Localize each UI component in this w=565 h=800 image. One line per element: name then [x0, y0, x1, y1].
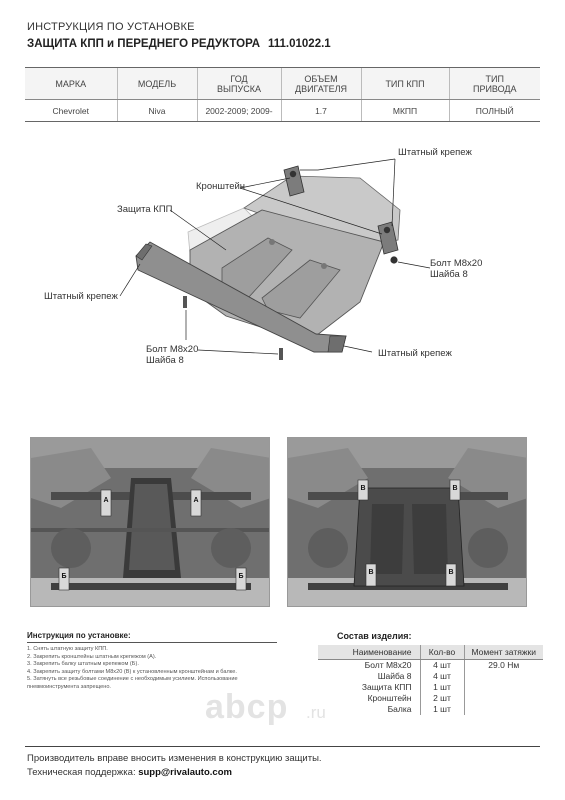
spec-cell-engine: 1.7: [280, 99, 361, 122]
photo-marker-v-3: В: [368, 569, 373, 576]
table-row: Кронштейн 2 шт: [318, 692, 543, 704]
spec-cell-gearbox: МКПП: [360, 99, 449, 122]
component-qty: 4 шт: [419, 670, 465, 682]
callout-bolt-bottom: Болт М8х20 Шайба 8: [146, 344, 199, 366]
callout-stock-mount-left: Штатный крепеж: [44, 291, 118, 302]
callout-bolt-right: Болт М8х20 Шайба 8: [430, 258, 483, 280]
footer-support: Техническая поддержка: supp@rivalauto.co…: [27, 767, 232, 778]
component-qty: 1 шт: [419, 681, 465, 693]
vehicle-spec-table: МАРКА МОДЕЛЬ ГОД ВЫПУСКА ОБЪЕМ ДВИГАТЕЛЯ…: [25, 67, 540, 122]
component-torque: [464, 682, 543, 693]
photo-undercarriage-brackets: A A Б Б: [30, 437, 270, 607]
spec-header-drive: ТИП ПРИВОДА: [448, 67, 540, 100]
photo-marker-a-left: A: [103, 497, 108, 504]
footer-notice: Производитель вправе вносить изменения в…: [27, 753, 322, 764]
table-row: Болт М8х20 4 шт 29.0 Нм: [318, 659, 543, 671]
spec-cell-model: Niva: [116, 99, 197, 122]
components-header-name: Наименование: [318, 645, 420, 660]
footer-support-email[interactable]: supp@rivalauto.com: [138, 767, 232, 778]
instructions-list: 1. Снять штатную защиту КПП. 2. Закрепит…: [27, 646, 282, 692]
spec-header-engine-text: ОБЪЕМ ДВИГАТЕЛЯ: [294, 73, 348, 94]
photo-undercarriage-skid-plate-image: В В В В: [288, 438, 526, 606]
list-item: пневмоинструмента запрещено.: [27, 683, 111, 690]
spec-header-year: ГОД ВЫПУСКА: [196, 67, 281, 100]
instructions-divider: [27, 642, 277, 643]
skid-plate-illustration: [119, 158, 431, 360]
footer-support-label: Техническая поддержка:: [27, 767, 136, 778]
photo-undercarriage-skid-plate: В В В В: [287, 437, 527, 607]
spec-cell-year: 2002-2009; 2009-: [196, 99, 281, 122]
component-qty: 2 шт: [419, 692, 465, 704]
callout-bracket: Кронштейн: [196, 181, 246, 192]
watermark-logo-suffix: .ru: [306, 703, 326, 722]
list-item: 4. Закрепить защиту болтами М8х20 (В) к …: [27, 668, 237, 675]
callout-stock-mount-bottom: Штатный крепеж: [378, 348, 452, 359]
doc-title-line1: ИНСТРУКЦИЯ ПО УСТАНОВКЕ: [27, 21, 195, 33]
component-qty: 4 шт: [419, 659, 465, 671]
table-row: Балка 1 шт: [318, 703, 543, 715]
photo-marker-b-left: Б: [61, 573, 66, 580]
instructions-title: Инструкция по установке:: [27, 631, 131, 640]
photo-marker-a-right: A: [193, 497, 198, 504]
component-name: Защита КПП: [361, 681, 412, 692]
list-item: 1. Снять штатную защиту КПП.: [27, 646, 108, 652]
part-number: 111.01022.1: [268, 38, 331, 50]
spec-cell-make: Chevrolet: [25, 99, 117, 122]
table-row: Защита КПП 1 шт: [318, 681, 543, 693]
footer-divider: [25, 746, 540, 747]
list-item: 5. Затянуть все резьбовые соединение с н…: [27, 676, 238, 683]
spec-header-gearbox: ТИП КПП: [360, 67, 449, 100]
spec-header-year-text: ГОД ВЫПУСКА: [217, 73, 261, 94]
component-torque: [464, 704, 543, 715]
component-torque: [464, 693, 543, 704]
component-name: Болт М8х20: [364, 659, 412, 670]
photo-marker-b-right: Б: [238, 573, 243, 580]
callout-skid-plate: Защита КПП: [117, 204, 173, 215]
table-row: Шайба 8 4 шт: [318, 670, 543, 682]
spec-header-make: МАРКА: [25, 67, 117, 100]
doc-title-line2: ЗАЩИТА КПП и ПЕРЕДНЕГО РЕДУКТОРА: [27, 38, 261, 50]
components-table: Наименование Кол-во Момент затяжки Болт …: [318, 645, 543, 715]
component-torque: 29.0 Нм: [488, 659, 520, 670]
component-name: Кронштейн: [367, 692, 412, 703]
spec-cell-drive: ПОЛНЫЙ: [448, 99, 540, 122]
components-header-torque: Момент затяжки: [464, 645, 543, 660]
component-torque: [464, 671, 543, 682]
callout-stock-mount-top: Штатный крепеж: [398, 147, 472, 158]
photo-marker-v-4: В: [448, 569, 453, 576]
table-row: Chevrolet Niva 2002-2009; 2009- 1.7 МКПП…: [25, 99, 540, 122]
photo-marker-v-1: В: [360, 485, 365, 492]
components-title: Состав изделия:: [337, 631, 412, 641]
assembly-drawing: Штатный крепеж Кронштейн Защита КПП Болт…: [0, 130, 565, 390]
photo-undercarriage-brackets-image: A A Б Б: [31, 438, 269, 606]
spec-header-drive-text: ТИП ПРИВОДА: [472, 73, 517, 94]
spec-header-model: МОДЕЛЬ: [116, 67, 197, 100]
component-name: Балка: [387, 703, 412, 714]
watermark-logo: abcp: [205, 688, 289, 726]
components-header-qty: Кол-во: [419, 645, 465, 660]
photo-marker-v-2: В: [452, 485, 457, 492]
component-name: Шайба 8: [377, 670, 412, 681]
list-item: 2. Закрепить кронштейны штатным крепежом…: [27, 653, 157, 660]
spec-header-engine: ОБЪЕМ ДВИГАТЕЛЯ: [280, 67, 361, 100]
list-item: 3. Закрепить балку штатным крепежом (Б).: [27, 661, 139, 668]
component-qty: 1 шт: [419, 703, 465, 715]
